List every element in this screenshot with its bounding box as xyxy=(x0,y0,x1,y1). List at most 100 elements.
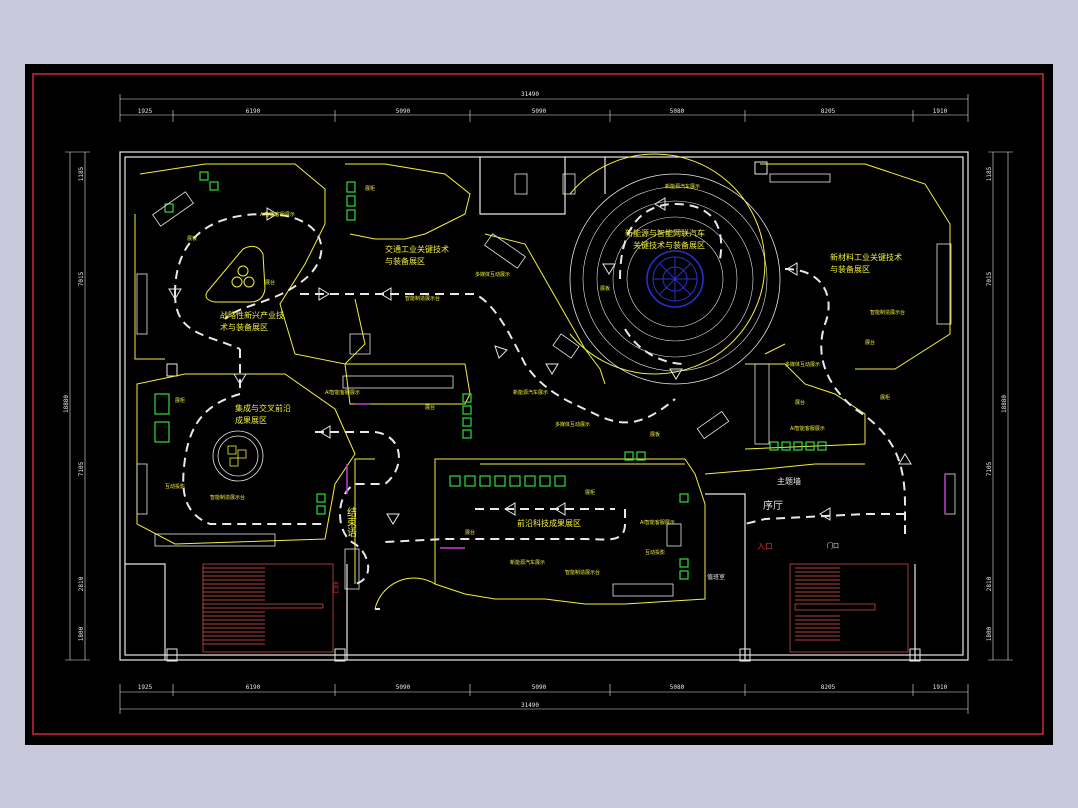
svg-text:5090: 5090 xyxy=(532,108,547,115)
dim-segments-bottom: 1925 6190 5090 5090 5080 8205 1910 xyxy=(138,684,948,691)
svg-text:1800: 1800 xyxy=(78,626,85,641)
svg-text:5090: 5090 xyxy=(396,108,411,115)
svg-text:5090: 5090 xyxy=(396,684,411,691)
svg-text:2810: 2810 xyxy=(78,576,85,591)
dim-segments-top: 1925 6190 5090 5090 5080 8205 1910 xyxy=(138,108,948,115)
stairs-right xyxy=(789,563,909,653)
svg-text:智能制造展示台: 智能制造展示台 xyxy=(210,494,245,501)
svg-text:展柜: 展柜 xyxy=(880,394,890,401)
svg-text:展台: 展台 xyxy=(865,339,875,346)
svg-text:智能制造展示台: 智能制造展示台 xyxy=(870,309,905,316)
building-walls xyxy=(119,151,969,661)
svg-text:多媒体互动展示: 多媒体互动展示 xyxy=(555,421,590,428)
svg-text:8205: 8205 xyxy=(821,684,836,691)
svg-text:1925: 1925 xyxy=(138,684,153,691)
dim-total-top: 31490 xyxy=(521,91,539,98)
svg-text:术与装备展区: 术与装备展区 xyxy=(220,322,268,332)
svg-text:6190: 6190 xyxy=(246,684,261,691)
svg-text:1925: 1925 xyxy=(138,108,153,115)
svg-text:8205: 8205 xyxy=(821,108,836,115)
svg-text:互动投影: 互动投影 xyxy=(645,549,665,556)
svg-text:新材料工业关键技术: 新材料工业关键技术 xyxy=(830,252,902,262)
svg-text:AI智能客服展示: AI智能客服展示 xyxy=(325,389,360,396)
svg-text:7015: 7015 xyxy=(78,271,85,286)
round-display xyxy=(212,430,264,482)
svg-text:展台: 展台 xyxy=(265,279,275,286)
svg-text:5080: 5080 xyxy=(670,108,685,115)
svg-text:展台: 展台 xyxy=(465,529,475,536)
dim-right: 1185 7015 7105 2810 1800 18880 xyxy=(986,166,1008,641)
svg-text:5080: 5080 xyxy=(670,684,685,691)
svg-text:展柜: 展柜 xyxy=(175,397,185,404)
zone-strategic: 战略性新兴产业技 术与装备展区 xyxy=(220,310,284,332)
svg-text:与装备展区: 与装备展区 xyxy=(830,264,870,274)
svg-text:AI智能客服展示: AI智能客服展示 xyxy=(790,425,825,432)
zone-main-wall: 主题墙 xyxy=(777,476,801,486)
svg-text:战略性新兴产业技: 战略性新兴产业技 xyxy=(220,310,284,320)
svg-text:1910: 1910 xyxy=(933,108,948,115)
svg-text:展板: 展板 xyxy=(650,431,660,438)
svg-text:AI智能客服展示: AI智能客服展示 xyxy=(260,211,295,218)
svg-text:新能源汽车展示: 新能源汽车展示 xyxy=(665,183,700,190)
svg-text:多媒体互动展示: 多媒体互动展示 xyxy=(475,271,510,278)
svg-text:18880: 18880 xyxy=(63,395,70,413)
svg-text:展台: 展台 xyxy=(795,399,805,406)
svg-text:7105: 7105 xyxy=(986,461,993,476)
zone-traffic: 交通工业关键技术 与装备展区 xyxy=(385,244,449,266)
floor-plan-drawing: 31490 1925 6190 5090 5090 5080 8205 1910… xyxy=(32,73,1044,735)
zone-duty-room: 值班室 xyxy=(707,573,725,581)
svg-text:智能制造展示台: 智能制造展示台 xyxy=(405,295,440,302)
dimension-sides xyxy=(65,151,1013,661)
svg-text:多媒体互动展示: 多媒体互动展示 xyxy=(785,361,820,368)
svg-text:展板: 展板 xyxy=(187,235,197,242)
dim-total-bottom: 31490 xyxy=(521,702,539,709)
svg-text:新能源汽车展示: 新能源汽车展示 xyxy=(513,389,548,396)
visitor-route xyxy=(174,202,906,610)
svg-text:智能制造展示台: 智能制造展示台 xyxy=(565,569,600,576)
svg-text:1185: 1185 xyxy=(78,166,85,181)
svg-text:关键技术与装备展区: 关键技术与装备展区 xyxy=(633,240,705,250)
svg-text:1910: 1910 xyxy=(933,684,948,691)
svg-text:7105: 7105 xyxy=(78,461,85,476)
svg-text:展台: 展台 xyxy=(425,404,435,411)
svg-text:成果展区: 成果展区 xyxy=(235,415,267,425)
zone-frontier: 前沿科技成果展区 xyxy=(517,518,581,528)
svg-text:展柜: 展柜 xyxy=(365,185,375,192)
zone-newenergy: 新能源与智能网联汽车 关键技术与装备展区 xyxy=(625,228,705,250)
zone-gate: 门口 xyxy=(827,542,839,550)
svg-text:5090: 5090 xyxy=(532,684,547,691)
central-rotunda xyxy=(569,173,781,385)
zone-closing: 结束语 xyxy=(345,506,357,538)
svg-text:1185: 1185 xyxy=(986,166,993,181)
exhibit-boundaries xyxy=(134,153,951,610)
zone-entrance: 入口 xyxy=(757,542,773,551)
display-cabinets xyxy=(136,173,956,597)
svg-text:2810: 2810 xyxy=(986,576,993,591)
dim-left: 1185 7015 7105 2810 1800 18880 xyxy=(63,166,85,641)
svg-text:新能源与智能网联汽车: 新能源与智能网联汽车 xyxy=(625,228,705,238)
green-display-units xyxy=(154,171,827,580)
drawing-frame xyxy=(32,73,1044,735)
svg-text:6190: 6190 xyxy=(246,108,261,115)
zone-foyer: 序厅 xyxy=(763,499,783,512)
zone-integration: 集成与交叉前沿 成果展区 xyxy=(235,403,291,425)
annotation-notes: AI智能客服展示 展板 展台 展柜 智能制造展示台 多媒体互动展示 新能源汽车展… xyxy=(165,183,905,576)
svg-text:18880: 18880 xyxy=(1001,395,1008,413)
svg-text:1800: 1800 xyxy=(986,626,993,641)
zone-material: 新材料工业关键技术 与装备展区 xyxy=(830,252,902,274)
svg-text:集成与交叉前沿: 集成与交叉前沿 xyxy=(235,403,291,413)
svg-text:7015: 7015 xyxy=(986,271,993,286)
dimension-top xyxy=(119,94,969,122)
structural-columns xyxy=(166,161,921,662)
svg-text:展柜: 展柜 xyxy=(585,489,595,496)
svg-text:AI智能客服展示: AI智能客服展示 xyxy=(640,519,675,526)
dimension-bottom xyxy=(119,684,969,714)
zone-exit: 出口 xyxy=(332,580,339,594)
svg-text:展板: 展板 xyxy=(600,285,610,292)
triangle-display xyxy=(205,245,266,303)
svg-text:交通工业关键技术: 交通工业关键技术 xyxy=(385,244,449,254)
cad-viewport[interactable]: 31490 1925 6190 5090 5090 5080 8205 1910… xyxy=(25,64,1053,745)
svg-text:互动投影: 互动投影 xyxy=(165,483,185,490)
route-arrows xyxy=(168,197,912,525)
stairs-left xyxy=(202,563,334,653)
